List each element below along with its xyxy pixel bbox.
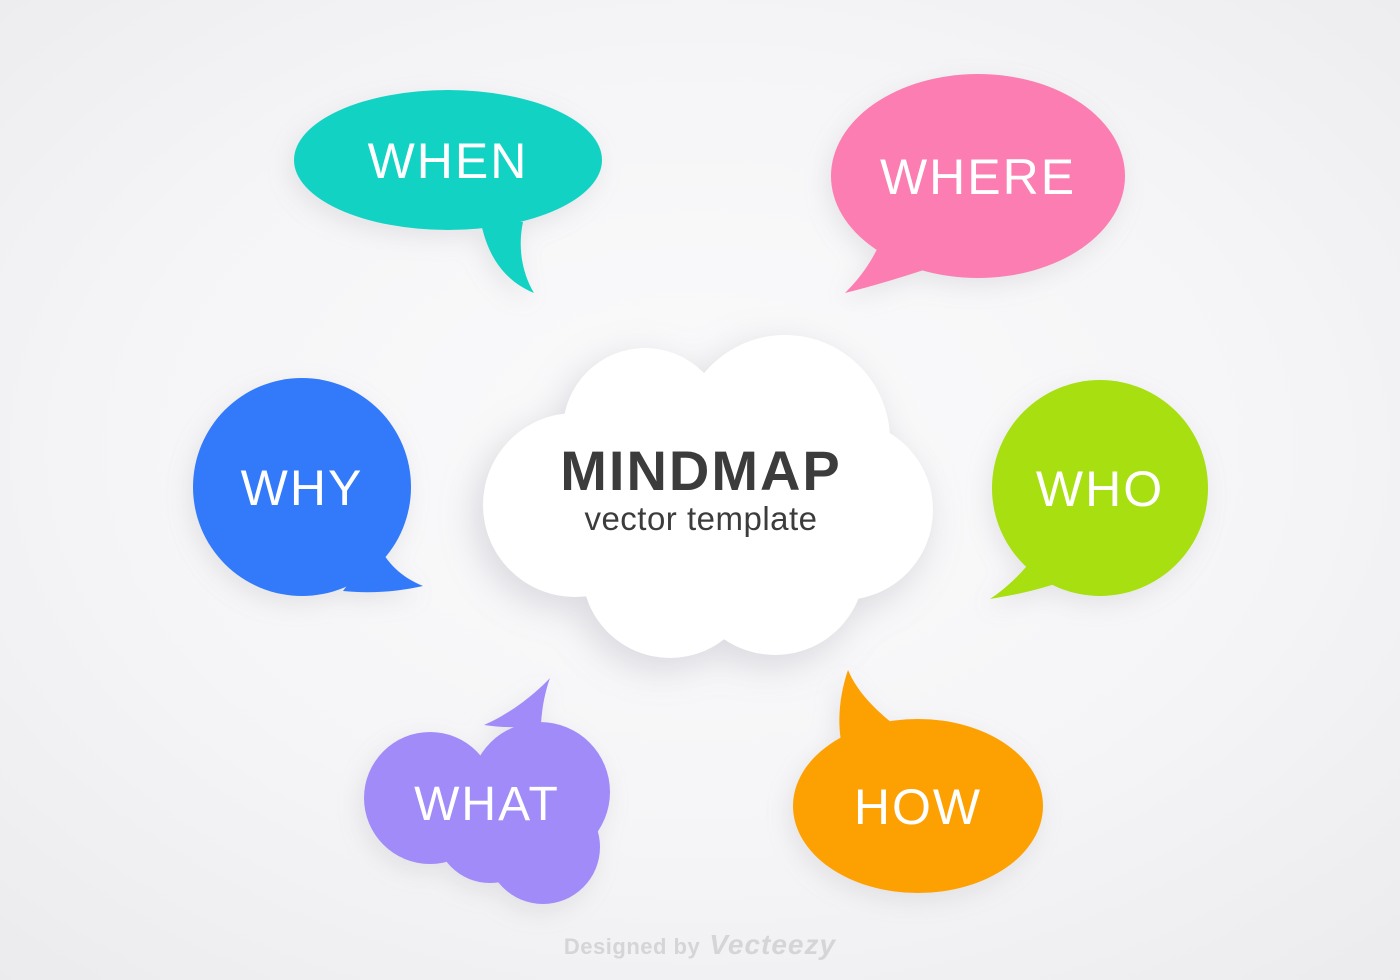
vecteezy-logo: Vecteezy — [709, 929, 837, 960]
bubble-why-label: WHY — [241, 460, 364, 516]
bubble-where: WHERE — [831, 74, 1125, 293]
bubble-when-body — [294, 90, 602, 230]
bubble-who-body — [992, 380, 1208, 596]
mindmap-subtitle: vector template — [584, 500, 817, 537]
bubble-how-body — [793, 719, 1043, 893]
bubble-what-tail — [484, 678, 550, 728]
bubble-when: WHEN — [294, 90, 602, 293]
bubble-where-tail — [845, 243, 938, 293]
footer-credit: Designed by Vecteezy — [0, 929, 1400, 961]
bubble-what-label: WHAT — [414, 778, 560, 831]
cloud-lobe — [605, 385, 825, 605]
bubble-why-tail — [343, 544, 423, 593]
bubble-when-label: WHEN — [368, 133, 529, 189]
bubble-why: WHY — [193, 378, 423, 596]
bubble-where-label: WHERE — [880, 149, 1076, 205]
bubble-what: WHAT — [364, 678, 610, 904]
center-cloud: MINDMAP vector template — [483, 335, 933, 658]
bubble-who: WHO — [990, 380, 1208, 599]
bubble-why-body — [193, 378, 411, 596]
bubble-when-tail — [480, 218, 534, 293]
bubble-who-label: WHO — [1036, 461, 1164, 517]
mindmap-title: MINDMAP — [560, 439, 842, 502]
designed-by-text: Designed by — [563, 934, 701, 959]
bubble-where-body — [831, 74, 1125, 278]
bubble-how-label: HOW — [854, 779, 982, 835]
bubble-what-body — [435, 773, 545, 883]
bubble-how: HOW — [793, 670, 1043, 893]
